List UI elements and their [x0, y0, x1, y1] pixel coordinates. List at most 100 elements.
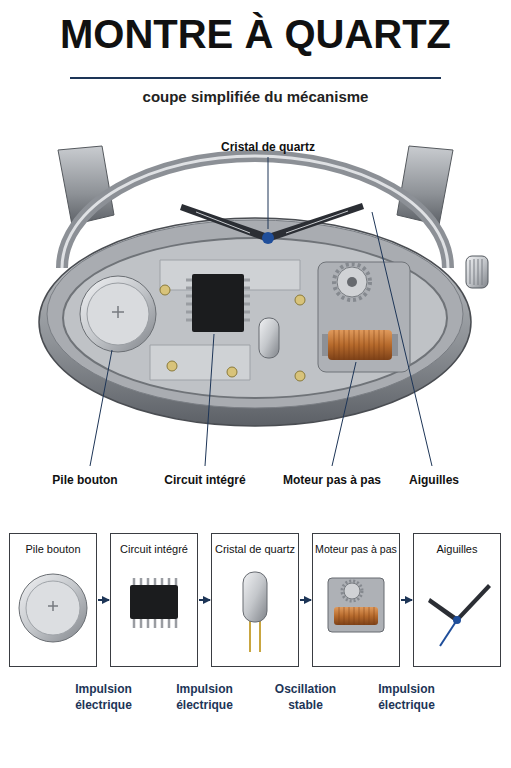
part-label: Pile bouton	[52, 473, 117, 487]
box-text-run: Circuit intégré	[120, 543, 188, 555]
part-label: Moteur pas à pas	[283, 473, 381, 487]
hands-icon-part	[440, 620, 457, 646]
diagram-title: MONTRE À QUARTZ	[60, 12, 451, 56]
plate-detail	[150, 260, 300, 380]
hands-icon-part	[428, 598, 457, 623]
motor-illustration-part	[318, 262, 410, 372]
box-heading: Aiguilles	[414, 543, 500, 555]
edge-label-wrap: Impulsion électrique	[163, 682, 247, 713]
chip-icon	[130, 578, 178, 628]
title-rule	[70, 77, 441, 79]
motor-icon-part	[344, 583, 360, 599]
battery-illustration	[80, 276, 156, 352]
ic-illustration-part	[192, 274, 244, 332]
title-wrap: MONTRE À QUARTZ	[0, 12, 511, 57]
part-label: Circuit intégré	[164, 473, 245, 487]
flow-arrow	[401, 599, 412, 601]
motor-illustration-part	[337, 267, 367, 297]
hands-icon	[428, 584, 491, 646]
motor-illustration-part	[334, 264, 370, 300]
watch-crown-part	[470, 259, 482, 285]
chip-icon-part	[130, 585, 178, 619]
motor-icon	[328, 578, 384, 632]
battery-icon-part	[26, 581, 80, 635]
watch-rim-highlight	[62, 156, 448, 268]
box-heading: Cristal de quartz	[212, 543, 298, 555]
hands-icon-part	[457, 584, 491, 623]
process-box: Aiguilles	[413, 533, 501, 667]
hands-icon-part	[453, 616, 461, 624]
crystal-icon-part	[243, 572, 267, 622]
box-heading: Moteur pas à pas	[313, 543, 399, 555]
edge-label-wrap: Impulsion électrique	[62, 682, 146, 713]
leader-lines-part	[205, 334, 214, 466]
leader-lines-part	[90, 350, 112, 466]
leader-lines	[90, 157, 432, 466]
screws-part	[167, 361, 177, 371]
motor-icon-part	[339, 607, 374, 625]
screws-part	[227, 367, 237, 377]
screws-part	[295, 371, 305, 381]
leader-lines-part	[332, 362, 356, 466]
hands-illustration-part	[262, 232, 274, 244]
battery-icon-part	[48, 601, 58, 611]
hands-illustration-part	[196, 211, 348, 233]
flow-arrow	[199, 599, 210, 601]
motor-icon-part	[334, 607, 378, 625]
crystal-icon-part	[250, 620, 260, 652]
leader-lines-part	[372, 212, 432, 466]
quartz-crystal-illustration	[259, 318, 279, 358]
hands-illustration	[180, 203, 364, 244]
signal-label: Impulsion électrique	[378, 682, 435, 712]
motor-illustration-part	[347, 277, 357, 287]
battery-illustration-part	[112, 306, 124, 318]
part-label: Cristal de quartz	[221, 140, 315, 154]
flow-icons	[19, 572, 491, 652]
part-label-wrap: Moteur pas à pas	[283, 470, 381, 488]
subtitle: coupe simplifiée du mécanisme	[143, 88, 369, 105]
watch-illustration	[39, 146, 488, 426]
process-box: Cristal de quartz	[211, 533, 299, 667]
edge-label-wrap: Impulsion électrique	[365, 682, 449, 713]
watch-rim	[62, 156, 448, 268]
box-text-run: Cristal de quartz	[215, 543, 295, 555]
signal-label: Impulsion électrique	[75, 682, 132, 712]
signal-label: Oscillation stable	[275, 682, 336, 712]
motor-illustration	[318, 262, 410, 372]
box-text-run: Moteur pas à pas	[315, 543, 397, 555]
watch-crown-part	[466, 256, 488, 288]
box-text-run: Pile bouton	[25, 543, 80, 555]
leader-lines-part	[268, 157, 269, 229]
box-heading: Pile bouton	[10, 543, 96, 555]
process-box: Pile bouton	[9, 533, 97, 667]
movement-plate	[63, 238, 447, 398]
motor-illustration-part	[334, 330, 384, 360]
part-label-wrap: Aiguilles	[409, 470, 459, 488]
part-label: Aiguilles	[409, 473, 459, 487]
box-heading: Circuit intégré	[111, 543, 197, 555]
ic-illustration	[186, 274, 250, 332]
part-label-wrap: Circuit intégré	[164, 470, 245, 488]
process-box: Moteur pas à pas	[312, 533, 400, 667]
signal-label: Impulsion électrique	[176, 682, 233, 712]
motor-icon-part	[342, 581, 362, 601]
screws-part	[295, 295, 305, 305]
screws-part	[160, 285, 170, 295]
screws	[160, 285, 305, 381]
battery-illustration-part	[87, 283, 149, 345]
battery-icon	[19, 574, 87, 642]
part-label-wrap: Pile bouton	[52, 470, 117, 488]
watch-case-inner	[47, 220, 463, 408]
flow-arrow	[300, 599, 311, 601]
edge-label-wrap: Oscillation stable	[264, 682, 348, 713]
box-text-run: Aiguilles	[437, 543, 478, 555]
process-box: Circuit intégré	[110, 533, 198, 667]
battery-icon-part	[19, 574, 87, 642]
motor-icon-part	[328, 578, 384, 632]
battery-illustration-part	[80, 276, 156, 352]
watch-crown	[466, 256, 488, 288]
flow-arrow	[98, 599, 109, 601]
